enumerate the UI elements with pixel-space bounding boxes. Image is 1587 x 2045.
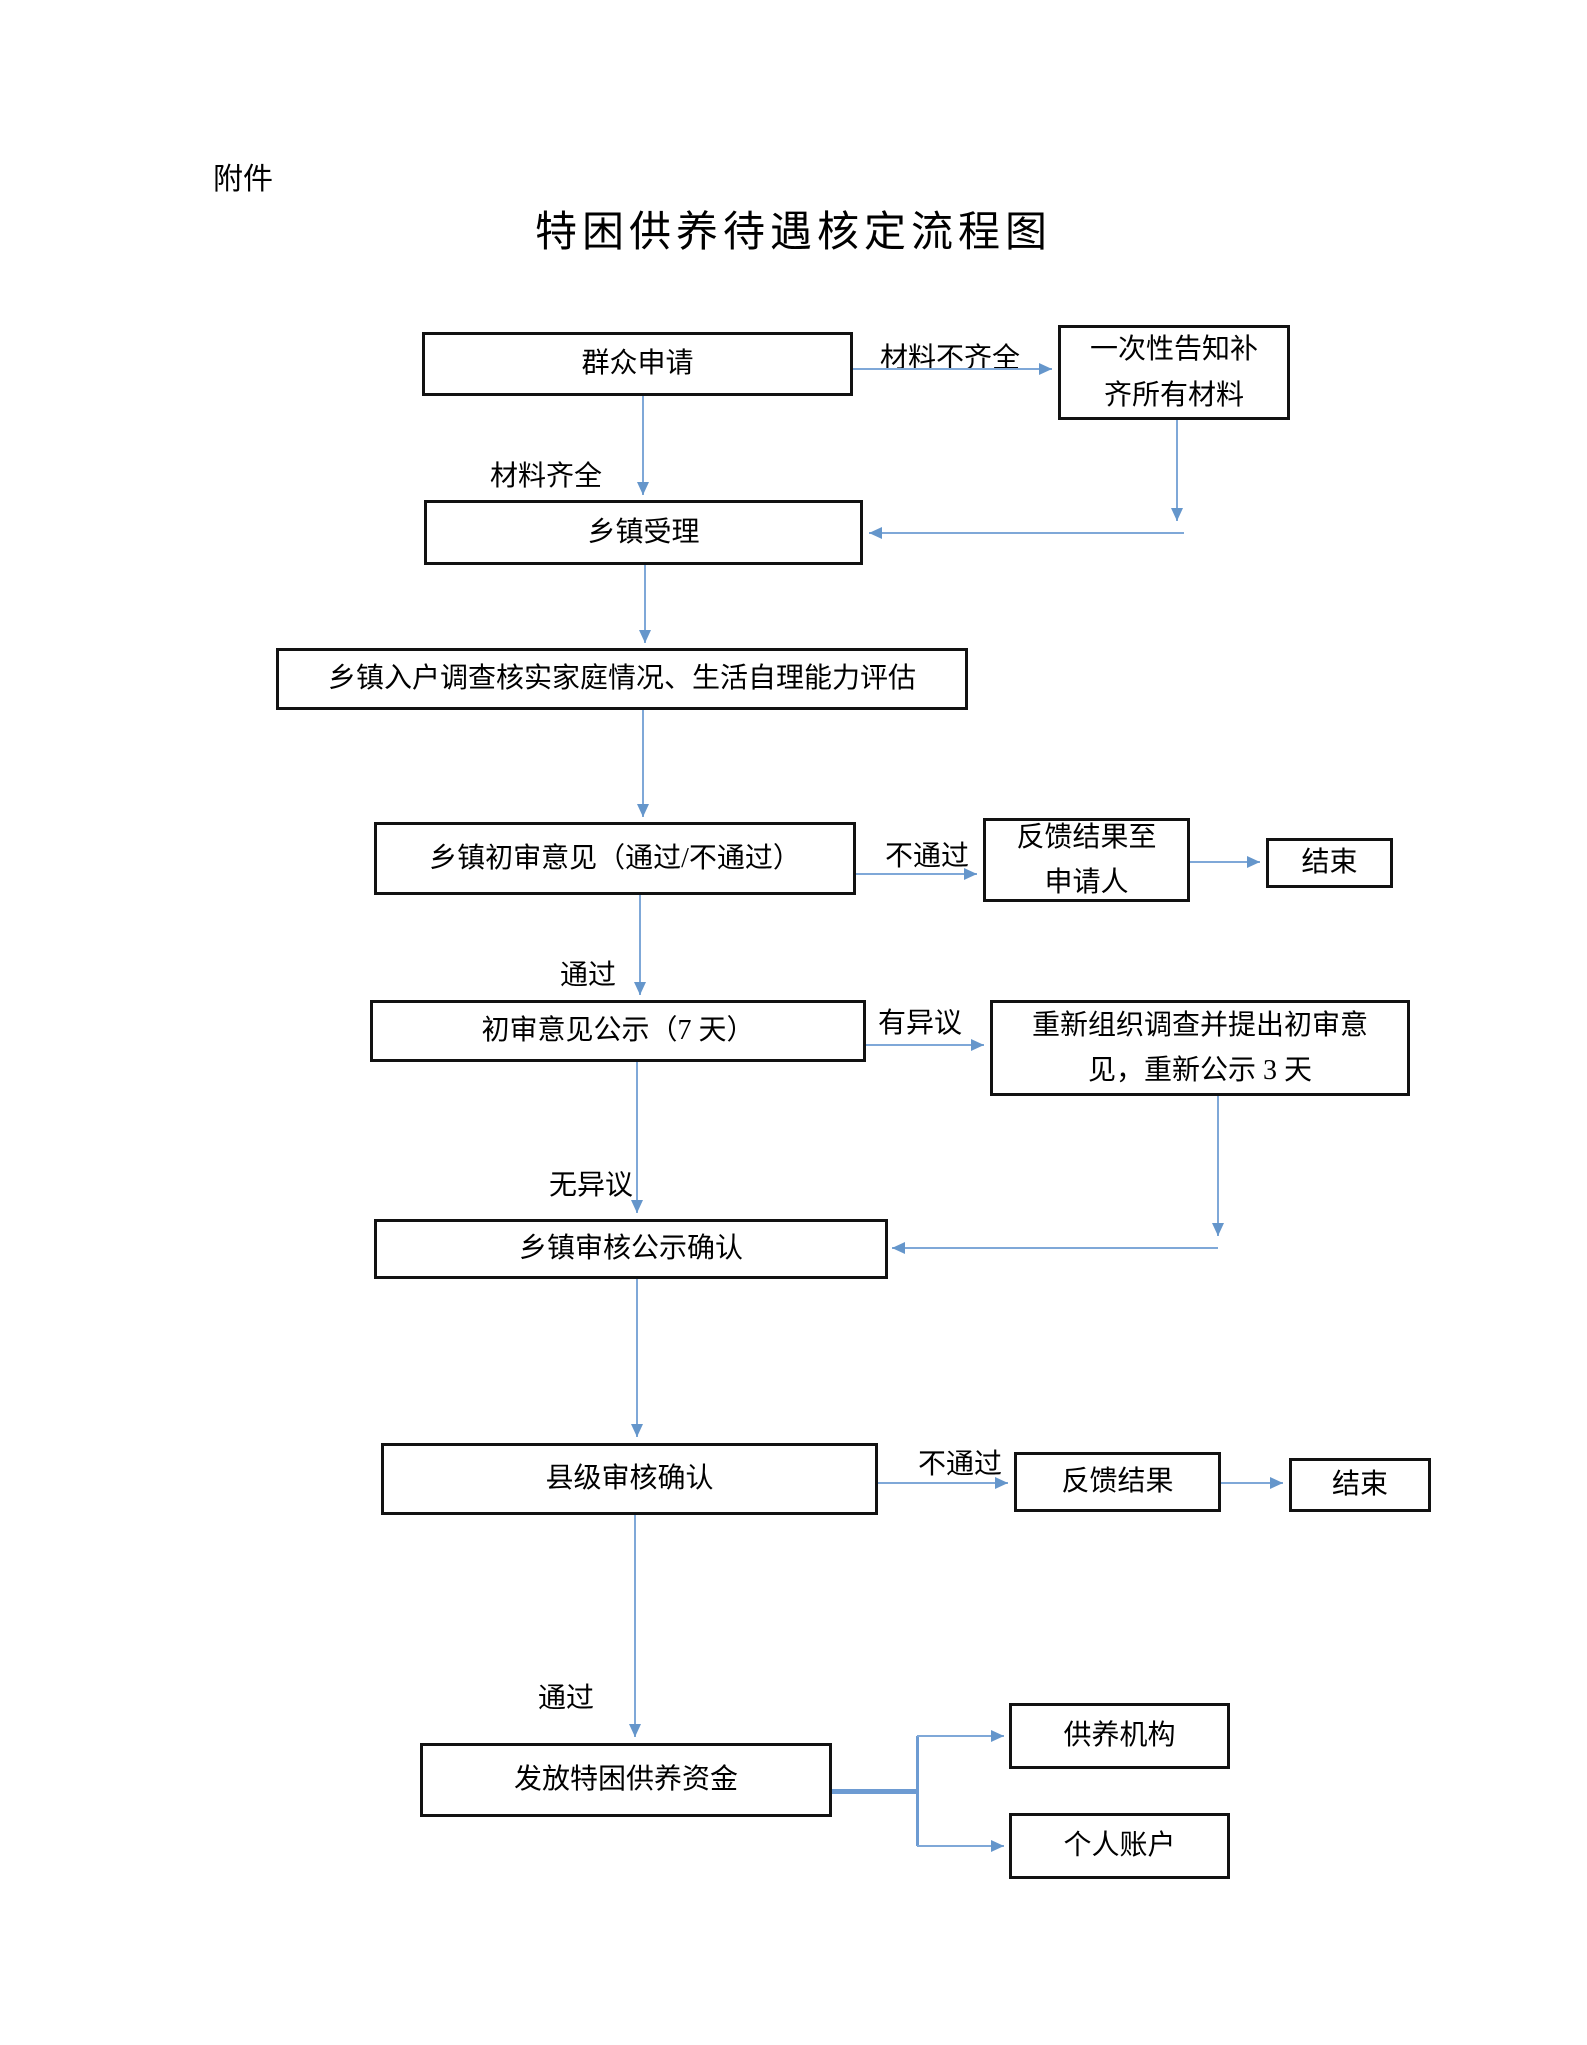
connector-arrow-publicity-to-confirm xyxy=(636,1062,638,1213)
flow-box-end-2: 结束 xyxy=(1289,1458,1431,1512)
connector-arrow-review-to-feedback xyxy=(856,873,977,875)
arrowhead-left-arrow-notify-to-accept xyxy=(869,527,882,539)
arrowhead-down-arrow-survey-to-review xyxy=(637,804,649,817)
flow-label-materials-incomplete: 材料不齐全 xyxy=(880,343,1021,374)
connector-arrow-publicity-to-reinvest xyxy=(866,1044,984,1046)
connector-arrow-apply-to-notify xyxy=(853,368,1052,370)
arrowhead-right-arrow-publicity-to-reinvest xyxy=(971,1039,984,1051)
flow-box-initial-review: 乡镇初审意见（通过/不通过） xyxy=(374,822,856,895)
flow-box-apply: 群众申请 xyxy=(422,332,853,396)
flow-box-distribute-funds: 发放特困供养资金 xyxy=(420,1743,832,1817)
flow-label-fail-1: 不通过 xyxy=(885,841,970,872)
connector-arrow-survey-to-review xyxy=(642,710,644,817)
connector-arrow-apply-to-accept xyxy=(642,396,644,495)
page-title: 特困供养待遇核定流程图 xyxy=(534,208,1052,255)
connector-arrow-county-to-distribute xyxy=(634,1515,636,1737)
flow-box-notify-supplement: 一次性告知补 齐所有材料 xyxy=(1058,325,1290,420)
flow-box-personal-account: 个人账户 xyxy=(1009,1813,1230,1879)
connector-arrow-to-institution xyxy=(917,1735,1004,1737)
connector-arrow-reinvest-to-confirm xyxy=(892,1247,1218,1249)
flow-box-publicity-7days: 初审意见公示（7 天） xyxy=(370,1000,866,1062)
flow-box-county-confirm: 县级审核确认 xyxy=(381,1443,878,1515)
flow-label-objection: 有异议 xyxy=(878,1008,963,1039)
flow-label-materials-complete: 材料齐全 xyxy=(490,461,603,492)
arrowhead-right-arrow-to-institution xyxy=(991,1730,1004,1742)
arrowhead-down-arrow-reinvest-down xyxy=(1212,1223,1224,1236)
attachment-label: 附件 xyxy=(213,163,273,196)
connector-arrow-county-to-feedback2 xyxy=(878,1482,1008,1484)
arrowhead-down-arrow-publicity-to-confirm xyxy=(631,1200,643,1213)
flow-box-township-accept: 乡镇受理 xyxy=(424,500,863,565)
connector-arrow-feedback-to-end1 xyxy=(1190,861,1260,863)
connector-arrow-feedback2-to-end2 xyxy=(1221,1482,1283,1484)
connector-arrow-reinvest-down xyxy=(1217,1096,1219,1236)
flow-box-household-survey: 乡镇入户调查核实家庭情况、生活自理能力评估 xyxy=(276,648,968,710)
flow-box-institution: 供养机构 xyxy=(1009,1703,1230,1769)
flow-box-end-1: 结束 xyxy=(1266,838,1393,888)
connector-branch-spine xyxy=(915,1736,919,1846)
flow-box-feedback-applicant: 反馈结果至 申请人 xyxy=(983,818,1190,902)
arrowhead-left-arrow-reinvest-to-confirm xyxy=(892,1242,905,1254)
flow-label-pass-1: 通过 xyxy=(560,960,617,991)
arrowhead-right-arrow-county-to-feedback2 xyxy=(995,1477,1008,1489)
flow-box-reinvestigate: 重新组织调查并提出初审意 见，重新公示 3 天 xyxy=(990,1000,1410,1096)
flow-label-no-objection: 无异议 xyxy=(549,1170,634,1201)
arrowhead-down-arrow-review-to-publicity xyxy=(634,982,646,995)
connector-arrow-notify-down xyxy=(1176,420,1178,521)
connector-arrow-review-to-publicity xyxy=(639,895,641,995)
connector-arrow-confirm-to-county xyxy=(636,1279,638,1437)
arrowhead-right-arrow-review-to-feedback xyxy=(964,868,977,880)
arrowhead-right-arrow-feedback2-to-end2 xyxy=(1270,1477,1283,1489)
flow-label-pass-2: 通过 xyxy=(538,1683,595,1714)
arrowhead-down-arrow-apply-to-accept xyxy=(637,482,649,495)
connector-arrow-notify-to-accept xyxy=(869,532,1184,534)
arrowhead-right-arrow-to-personal-account xyxy=(991,1840,1004,1852)
arrowhead-right-arrow-feedback-to-end1 xyxy=(1247,856,1260,868)
connector-arrow-to-personal-account xyxy=(917,1845,1004,1847)
flow-box-township-confirm: 乡镇审核公示确认 xyxy=(374,1219,888,1279)
flow-label-fail-2: 不通过 xyxy=(918,1449,1003,1480)
arrowhead-down-arrow-accept-to-survey xyxy=(639,630,651,643)
flow-box-feedback-result: 反馈结果 xyxy=(1014,1452,1221,1512)
connector-branch-stub xyxy=(832,1788,917,1794)
arrowhead-down-arrow-confirm-to-county xyxy=(631,1424,643,1437)
arrowhead-down-arrow-notify-down xyxy=(1171,508,1183,521)
connector-arrow-accept-to-survey xyxy=(644,565,646,643)
arrowhead-down-arrow-county-to-distribute xyxy=(629,1724,641,1737)
arrowhead-right-arrow-apply-to-notify xyxy=(1039,363,1052,375)
